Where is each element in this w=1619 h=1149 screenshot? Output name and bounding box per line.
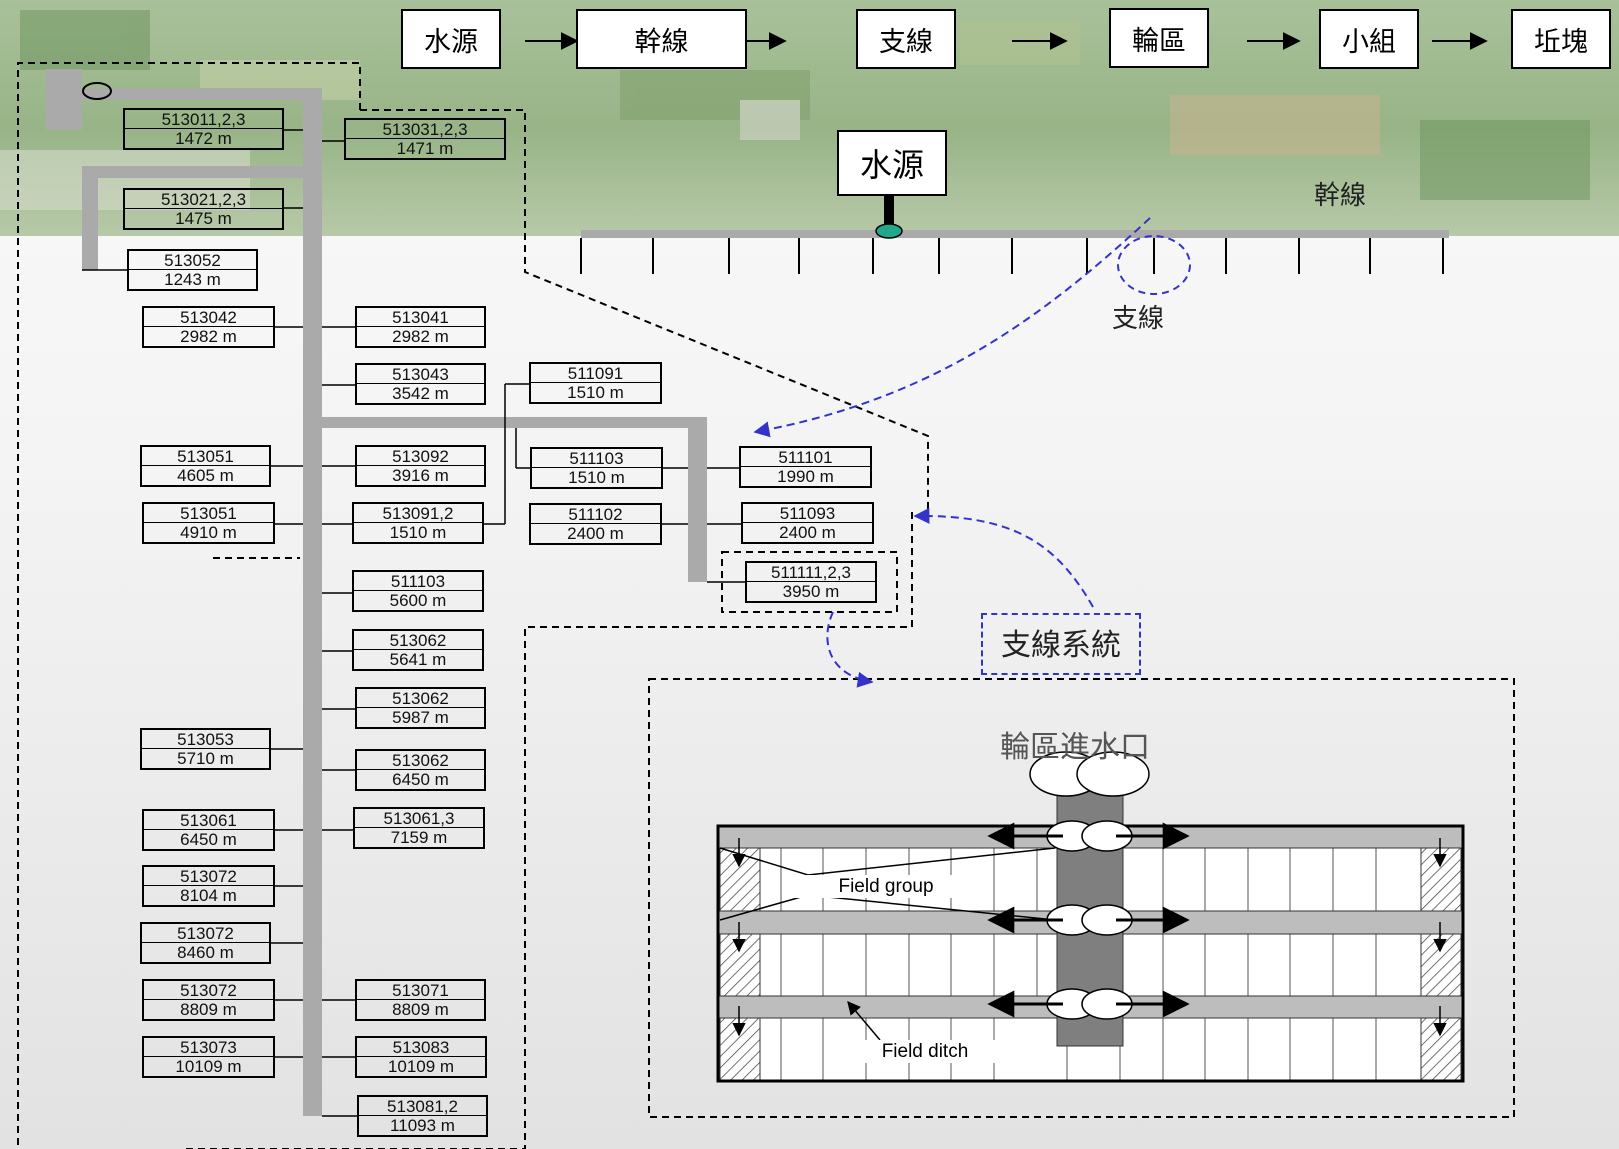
lateral-system-label: 支線系統 bbox=[981, 613, 1141, 675]
flow-box-field-plot: 坵塊 bbox=[1511, 9, 1611, 69]
flow-box-lateral: 支線 bbox=[856, 9, 956, 69]
main-canal-label: 幹線 bbox=[1314, 175, 1366, 212]
source-box: 水源 bbox=[837, 130, 947, 196]
flow-box-rotation-area: 輪區 bbox=[1109, 8, 1209, 68]
flow-box-main-canal: 幹線 bbox=[576, 9, 747, 69]
field-group-label: Field group bbox=[786, 875, 986, 898]
inlet-label: 輪區進水口 bbox=[1000, 722, 1150, 766]
flow-box-water-source: 水源 bbox=[401, 9, 501, 69]
flow-box-sub-group: 小組 bbox=[1319, 9, 1419, 69]
lateral-label: 支線 bbox=[1112, 298, 1164, 335]
rotation-area-diagram bbox=[718, 752, 1463, 1081]
field-ditch-label: Field ditch bbox=[825, 1040, 1025, 1063]
